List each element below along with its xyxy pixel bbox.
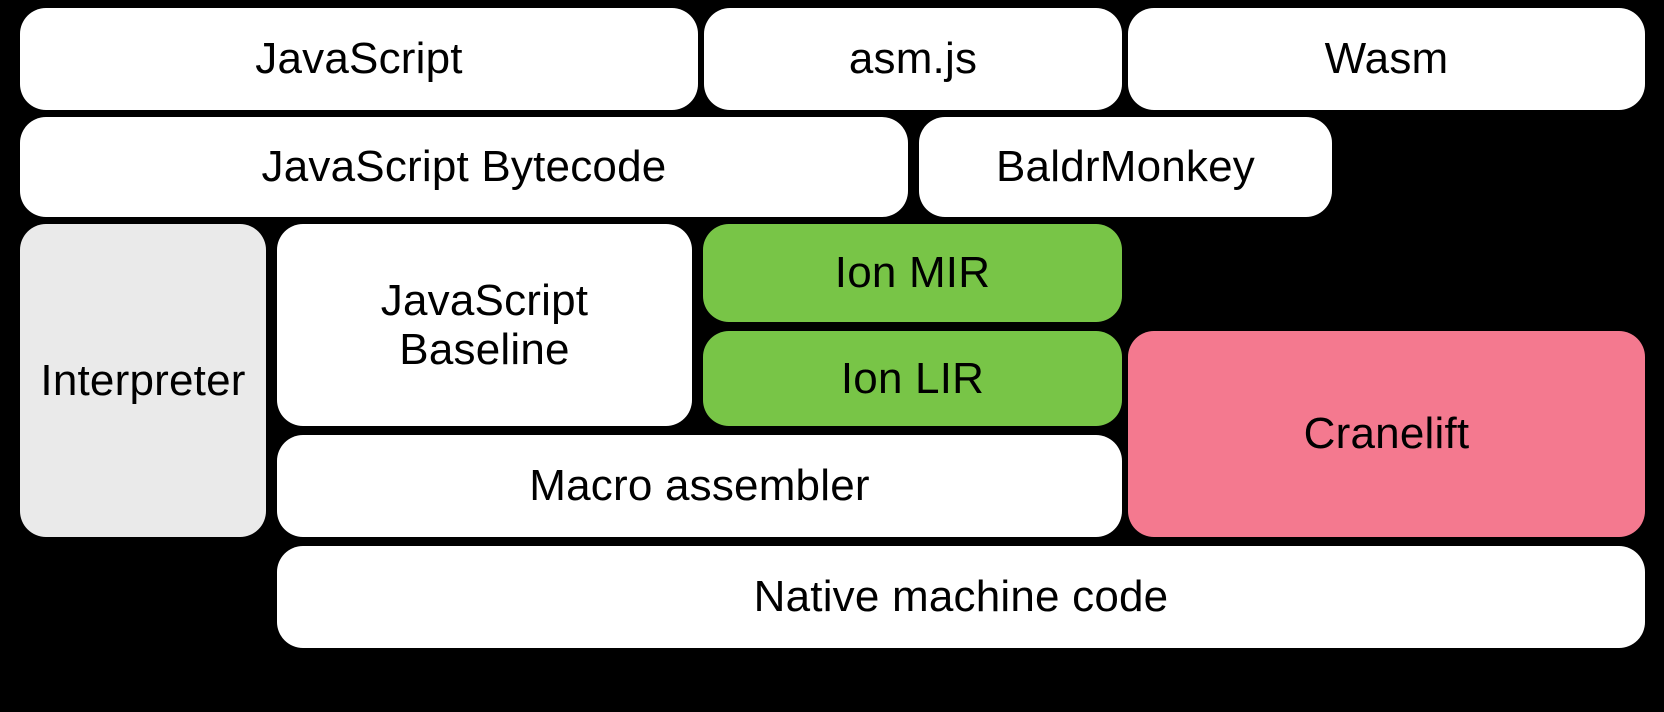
node-asm-js: asm.js <box>704 8 1122 110</box>
node-javascript-bytecode: JavaScript Bytecode <box>20 117 908 217</box>
node-javascript: JavaScript <box>20 8 698 110</box>
node-macro-assembler: Macro assembler <box>277 435 1122 537</box>
node-javascript-baseline: JavaScript Baseline <box>277 224 692 426</box>
node-interpreter: Interpreter <box>20 224 266 537</box>
node-baldrmonkey: BaldrMonkey <box>919 117 1332 217</box>
node-ion-lir: Ion LIR <box>703 331 1122 426</box>
node-native-machine-code: Native machine code <box>277 546 1645 648</box>
node-wasm: Wasm <box>1128 8 1645 110</box>
node-cranelift: Cranelift <box>1128 331 1645 537</box>
node-ion-mir: Ion MIR <box>703 224 1122 322</box>
